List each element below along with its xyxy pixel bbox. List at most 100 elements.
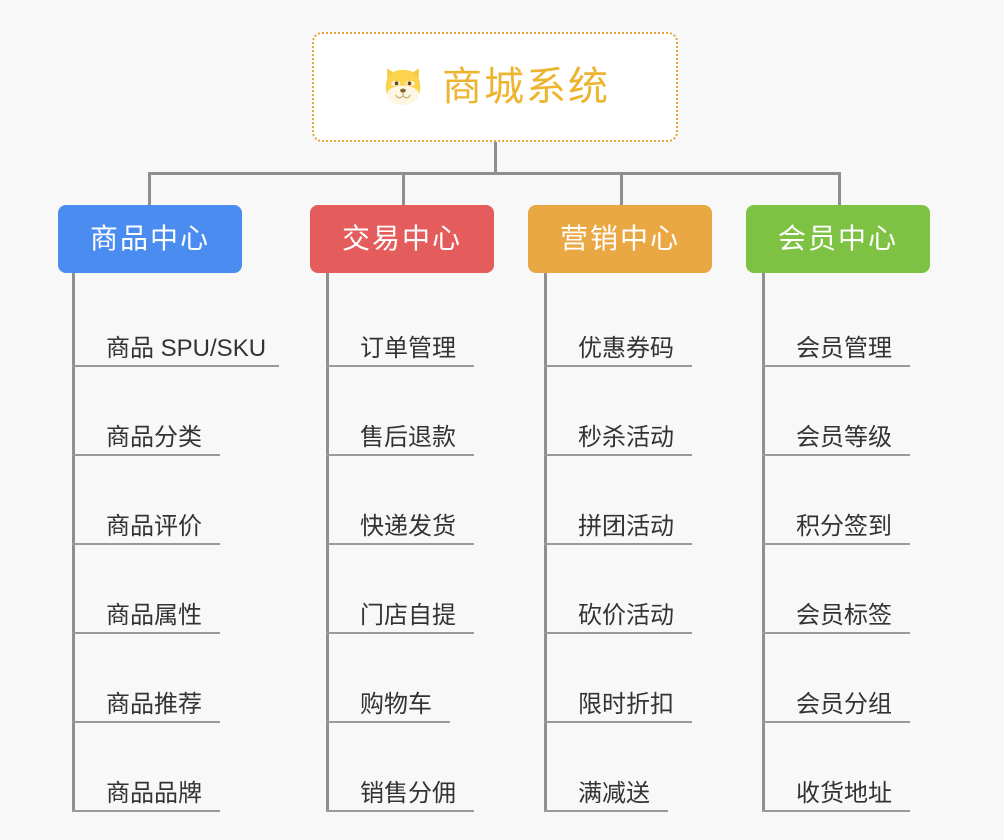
- connector-tail-1: [72, 272, 75, 282]
- leaf-item[interactable]: 商品品牌: [72, 723, 278, 812]
- leaf-item-label: 拼团活动: [578, 513, 674, 540]
- leaf-underline: [544, 454, 692, 456]
- category-box-product-center[interactable]: 商品中心: [58, 205, 242, 273]
- category-label: 交易中心: [341, 223, 462, 254]
- leaf-item-label: 销售分佣: [360, 780, 456, 807]
- leaf-item[interactable]: 销售分佣: [326, 723, 474, 812]
- leaf-item-label: 售后退款: [360, 424, 456, 451]
- leaf-item[interactable]: 快递发货: [326, 456, 474, 545]
- leaf-item-label: 购物车: [360, 691, 432, 718]
- leaf-item[interactable]: 购物车: [326, 634, 468, 723]
- connector-drop-3: [620, 172, 623, 206]
- shiba-dog-icon: [385, 68, 421, 105]
- leaf-item-label: 限时折扣: [578, 691, 674, 718]
- leaf-item-label: 商品评价: [106, 513, 202, 540]
- connector-tail-4: [762, 272, 765, 282]
- leaf-underline: [762, 632, 910, 634]
- leaf-underline: [72, 543, 220, 545]
- leaf-item-label: 商品属性: [106, 602, 202, 629]
- leaf-item-label: 快递发货: [360, 513, 456, 540]
- leaf-item[interactable]: 商品推荐: [72, 634, 278, 723]
- leaf-item[interactable]: 会员管理: [762, 278, 910, 367]
- leaf-underline: [326, 454, 474, 456]
- root-title: 商城系统: [442, 65, 610, 109]
- category-box-member-center[interactable]: 会员中心: [746, 205, 930, 273]
- leaf-item-label: 满减送: [578, 780, 650, 807]
- leaf-item[interactable]: 拼团活动: [544, 456, 692, 545]
- leaf-item-label: 商品品牌: [106, 780, 202, 807]
- leaf-item[interactable]: 会员分组: [762, 634, 910, 723]
- leaf-item[interactable]: 订单管理: [326, 278, 474, 367]
- category-box-trade-center[interactable]: 交易中心: [310, 205, 494, 273]
- leaf-item[interactable]: 秒杀活动: [544, 367, 692, 456]
- leaf-underline: [326, 721, 450, 723]
- leaf-spine: [326, 278, 329, 812]
- leaf-item-label: 会员管理: [796, 335, 892, 362]
- leaf-column-marketing-center: 优惠券码 秒杀活动 拼团活动 砍价活动 限时折扣 满减送: [544, 278, 692, 812]
- leaf-item[interactable]: 限时折扣: [544, 634, 692, 723]
- leaf-underline: [544, 632, 692, 634]
- leaf-underline: [326, 365, 474, 367]
- leaf-underline: [544, 810, 668, 812]
- leaf-underline: [762, 454, 910, 456]
- leaf-column-member-center: 会员管理 会员等级 积分签到 会员标签 会员分组 收货地址: [762, 278, 910, 812]
- leaf-item-label: 商品推荐: [106, 691, 202, 718]
- leaf-spine: [72, 278, 75, 812]
- leaf-underline: [326, 632, 474, 634]
- connector-horizontal-bus: [148, 172, 840, 175]
- leaf-column-product-center: 商品 SPU/SKU 商品分类 商品评价 商品属性 商品推荐 商品品牌: [72, 278, 279, 812]
- leaf-underline: [72, 454, 220, 456]
- leaf-item-label: 订单管理: [360, 335, 456, 362]
- leaf-item-label: 砍价活动: [578, 602, 674, 629]
- leaf-item[interactable]: 满减送: [544, 723, 686, 812]
- connector-root-stem: [494, 142, 497, 174]
- connector-tail-2: [326, 272, 329, 282]
- leaf-underline: [544, 543, 692, 545]
- leaf-item-label: 商品 SPU/SKU: [106, 335, 267, 362]
- category-label: 营销中心: [559, 223, 680, 254]
- leaf-item[interactable]: 商品评价: [72, 456, 278, 545]
- leaf-underline: [72, 721, 220, 723]
- leaf-item-label: 积分签到: [796, 513, 892, 540]
- leaf-underline: [326, 543, 474, 545]
- root-node[interactable]: 商城系统: [312, 32, 678, 142]
- leaf-underline: [762, 810, 910, 812]
- leaf-item-label: 门店自提: [360, 602, 456, 629]
- leaf-item[interactable]: 收货地址: [762, 723, 910, 812]
- leaf-item[interactable]: 会员等级: [762, 367, 910, 456]
- leaf-item-label: 秒杀活动: [578, 424, 674, 451]
- leaf-column-trade-center: 订单管理 售后退款 快递发货 门店自提 购物车 销售分佣: [326, 278, 474, 812]
- leaf-spine: [762, 278, 765, 812]
- leaf-item-label: 优惠券码: [578, 335, 674, 362]
- leaf-underline: [72, 810, 220, 812]
- leaf-item[interactable]: 售后退款: [326, 367, 474, 456]
- leaf-underline: [762, 721, 910, 723]
- leaf-item[interactable]: 积分签到: [762, 456, 910, 545]
- leaf-underline: [762, 365, 910, 367]
- leaf-underline: [326, 810, 474, 812]
- connector-tail-3: [544, 272, 547, 282]
- category-box-marketing-center[interactable]: 营销中心: [528, 205, 712, 273]
- leaf-item-label: 会员标签: [796, 602, 892, 629]
- category-label: 商品中心: [89, 223, 210, 254]
- leaf-item[interactable]: 优惠券码: [544, 278, 692, 367]
- leaf-underline: [72, 632, 220, 634]
- leaf-underline: [762, 543, 910, 545]
- leaf-item[interactable]: 商品 SPU/SKU: [72, 278, 279, 367]
- leaf-item[interactable]: 会员标签: [762, 545, 910, 634]
- leaf-item[interactable]: 门店自提: [326, 545, 474, 634]
- leaf-item-label: 商品分类: [106, 424, 202, 451]
- connector-drop-2: [402, 172, 405, 206]
- connector-drop-1: [148, 172, 151, 206]
- leaf-underline: [544, 365, 692, 367]
- leaf-underline: [72, 365, 279, 367]
- leaf-item[interactable]: 商品属性: [72, 545, 278, 634]
- leaf-item-label: 收货地址: [796, 780, 892, 807]
- leaf-item-label: 会员等级: [796, 424, 892, 451]
- category-label: 会员中心: [777, 223, 898, 254]
- leaf-item-label: 会员分组: [796, 691, 892, 718]
- leaf-spine: [544, 278, 547, 812]
- leaf-item[interactable]: 商品分类: [72, 367, 278, 456]
- leaf-item[interactable]: 砍价活动: [544, 545, 692, 634]
